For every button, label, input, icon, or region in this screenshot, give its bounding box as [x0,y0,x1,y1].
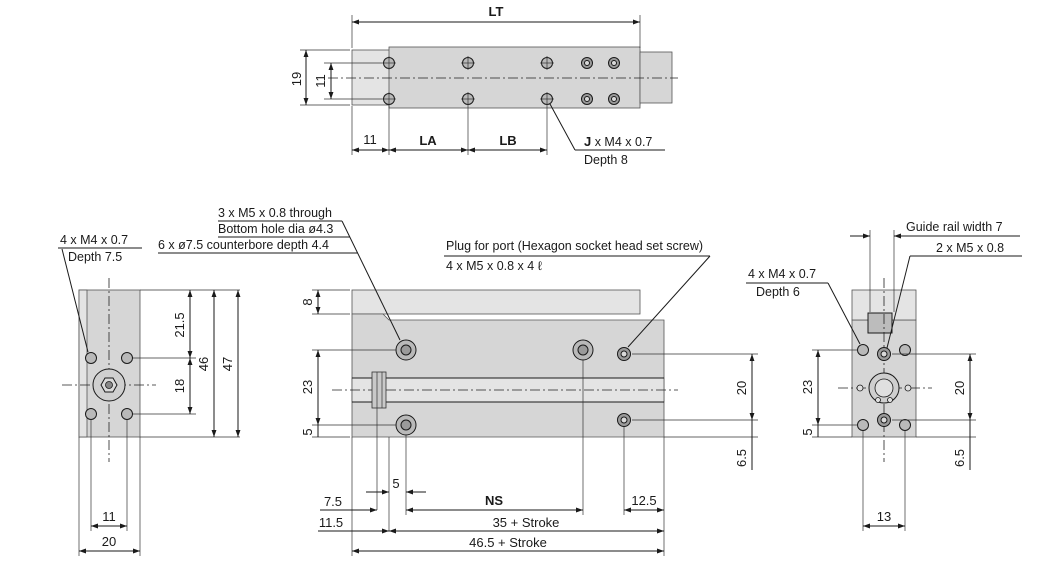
dim-8: 8 [300,298,315,305]
dim-11-vertical: 11 [313,74,328,88]
lt-label: LT [489,4,504,19]
dim-12-5: 12.5 [631,493,656,508]
dim-35-stroke: 35 + Stroke [493,515,560,530]
dim-20-left: 20 [102,534,116,549]
dim-7-5: 7.5 [324,494,342,509]
m4-callout-line2: Depth 6 [756,285,800,299]
dim-20-right: 20 [952,381,967,395]
dim-11-top: 11 [363,132,377,147]
left-callout-line1: 4 x M4 x 0.7 [60,233,128,247]
right-view-holes [856,344,912,431]
counterbore-callout-1: 3 x M5 x 0.8 through [218,206,332,220]
plug-callout-2: 4 x M5 x 0.8 x 4 ℓ [446,259,542,273]
dim-46-5-stroke: 46.5 + Stroke [469,535,547,550]
top-view-slide-table [388,46,641,109]
dim-6-5-right: 6.5 [952,449,967,467]
j-callout-depth: Depth 8 [584,153,628,167]
dim-6-5-front: 6.5 [734,449,749,467]
dim-5-bottom: 5 [392,476,399,491]
dim-11-left: 11 [102,509,116,524]
m4-callout-line1: 4 x M4 x 0.7 [748,267,816,281]
dim-5-front: 5 [300,428,315,435]
dim-23-front: 23 [300,380,315,394]
lb-label: LB [499,133,516,148]
guide-rail-label: Guide rail width 7 [906,220,1003,234]
dim-47: 47 [220,357,235,371]
dim-18: 18 [172,379,187,393]
la-label: LA [419,133,437,148]
right-view: Guide rail width 7 2 x M5 x 0.8 4 x M4 x… [746,220,1022,531]
left-callout-line2: Depth 7.5 [68,250,122,264]
dim-19: 19 [289,72,304,86]
dim-20-front: 20 [734,381,749,395]
top-view-holes [382,56,620,106]
front-view-holes [395,339,631,436]
dim-5-right: 5 [800,428,815,435]
dim-13: 13 [877,509,891,524]
counterbore-callout-3: 6 x ø7.5 counterbore depth 4.4 [158,238,329,252]
dim-23-right: 23 [800,380,815,394]
dim-11-5: 11.5 [319,515,343,530]
guide-rail [867,312,893,334]
j-callout-thread: J x M4 x 0.7 [584,134,652,149]
counterbore-callout-2: Bottom hole dia ø4.3 [218,222,333,236]
front-view: 3 x M5 x 0.8 through Bottom hole dia ø4.… [158,206,758,556]
left-view-holes [85,352,133,420]
left-view: 4 x M4 x 0.7 Depth 7.5 21.5 18 46 47 11 … [58,233,241,556]
top-view: LT 19 11 11 LA LB J x M4 x 0.7 Depth 8 [289,4,678,167]
plug-callout-1: Plug for port (Hexagon socket head set s… [446,239,703,253]
dim-21-5: 21.5 [172,312,187,337]
dim-46: 46 [196,357,211,371]
ns-label: NS [485,493,503,508]
m5-callout: 2 x M5 x 0.8 [936,241,1004,255]
front-view-slide-table [351,289,641,315]
front-view-rod-end [371,371,387,409]
top-view-end-plate [639,51,673,104]
